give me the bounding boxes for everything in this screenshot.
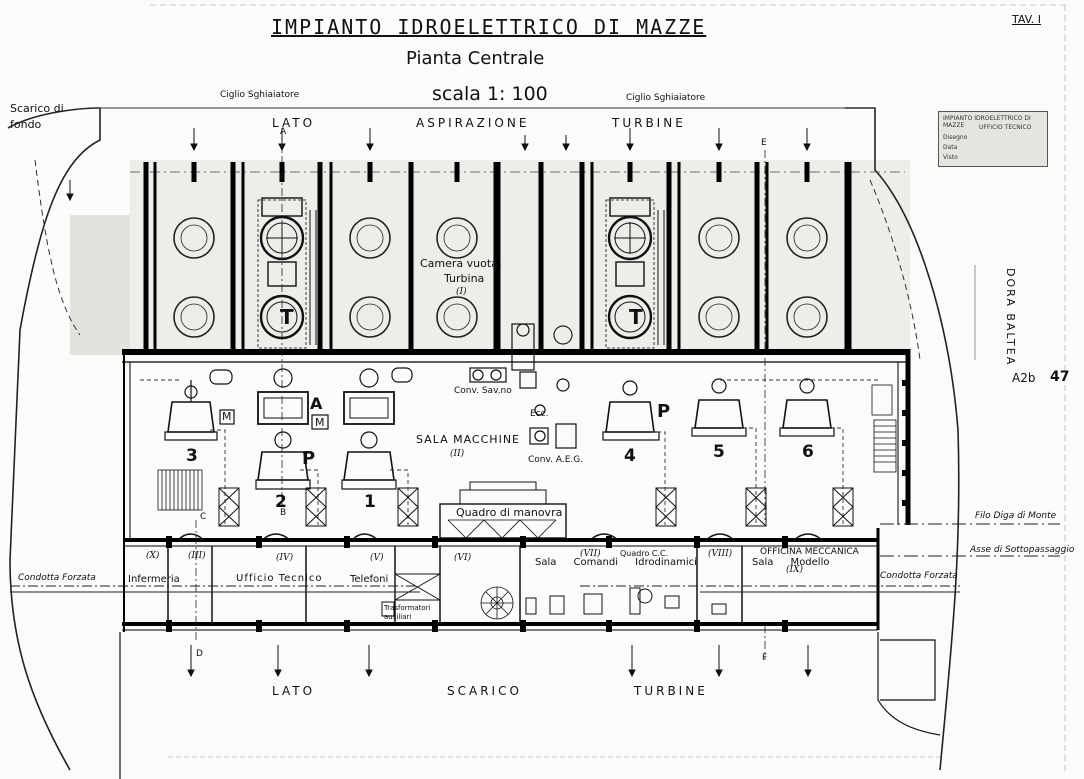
site-boundary-left (7, 107, 101, 771)
stamp-line: IMPIANTO IDROELETTRICO DI MAZZE (943, 115, 1031, 129)
marker-p-right: P (657, 401, 671, 422)
marker-c: C (200, 512, 207, 522)
stamp-line: UFFICIO TECNICO (979, 124, 1032, 131)
room-infermeria: Infermeria (128, 574, 180, 585)
stamp-line: Data (943, 144, 958, 151)
room-telefoni: Telefoni (350, 574, 389, 585)
office-block (122, 528, 880, 631)
upstream-left: LATO (272, 116, 316, 130)
downstream-center: SCARICO (447, 684, 522, 698)
water-zone-left (70, 215, 130, 355)
stamp-line: Disegno (943, 134, 968, 141)
ciglio-left: Ciglio Sghiaiatore (220, 90, 300, 100)
unit-number-3: 3 (186, 446, 198, 466)
room-num-x: (X) (146, 551, 160, 561)
trasformatori-label: Trasformatori ausiliari (384, 604, 431, 621)
marker-b: B (280, 508, 287, 518)
condotta-right-label: Condotta Forzata (880, 571, 958, 581)
upstream-zone (130, 160, 910, 355)
room-num-viii: (VIII) (708, 549, 733, 559)
turbine-assembly-4 (605, 197, 665, 349)
room-ufficio-tecnico: Ufficio Tecnico (236, 573, 323, 584)
sheet-number: 47 (1050, 369, 1070, 385)
title-stamp: IMPIANTO IDROELETTRICO DI MAZZE UFFICIO … (938, 111, 1048, 167)
unit-number-4: 4 (624, 446, 636, 466)
filo-diga-label: Filo Diga di Monte (975, 511, 1057, 521)
ciglio-right: Ciglio Sghiaiatore (626, 93, 706, 103)
upstream-right: TURBINE (612, 116, 686, 130)
downstream-right: TURBINE (634, 684, 708, 698)
unit-number-6: 6 (802, 442, 814, 462)
officina-label: OFFICINA MECCANICA (760, 547, 859, 557)
condotta-left-label: Condotta Forzata (18, 573, 96, 583)
room-num-vii: (VII) (580, 549, 601, 559)
pier-walls (143, 162, 852, 352)
marker-a-mid: A (310, 394, 323, 413)
river-label: DORA BALTEA (1004, 268, 1017, 367)
sheet-label: TAV. I (1012, 13, 1042, 26)
marker-t-right: T (629, 305, 643, 329)
marker-p-left: P (302, 448, 316, 469)
marker-t-left: T (280, 305, 294, 329)
conv-aeg-label: Conv. A.E.G. (528, 455, 584, 465)
unit-number-5: 5 (713, 442, 725, 462)
room-num-v: (V) (370, 553, 384, 563)
roman-ii: (II) (450, 449, 465, 459)
marker-a-top: A (280, 127, 287, 137)
camera-vuota-label: Camera vuota (420, 257, 498, 270)
room-num-iii: (III) (188, 551, 206, 561)
asse-sottopassaggio-label: Asse di Sottopassaggio (970, 545, 1075, 555)
room-num-vi: (VI) (454, 553, 472, 563)
room-num-ix: (IX) (786, 565, 803, 575)
drawing-scale: scala 1: 100 (432, 83, 548, 105)
room-sala-comandi: Sala Comandi Idrodinamici (535, 557, 697, 568)
upstream-center: ASPIRAZIONE (416, 116, 530, 130)
scarico-fondo: Scarico di fondo (10, 102, 64, 131)
unit-number-2: 2 (275, 492, 287, 512)
roman-i: (I) (456, 287, 467, 297)
conv-savigliano-label: Conv. Sav.no (454, 386, 512, 396)
marker-e: E (761, 138, 767, 148)
sala-macchine-label: SALA MACCHINE (416, 433, 520, 446)
quadro-cc-label: Quadro C.C. (620, 549, 669, 558)
turbina-label: Turbina (444, 272, 485, 285)
stamp-line: Visto (943, 154, 958, 161)
unit-number-1: 1 (364, 492, 376, 512)
marker-f: F (762, 653, 768, 663)
hall-upstream-wall (122, 349, 908, 363)
downstream-left: LATO (272, 684, 316, 698)
marker-d: D (196, 649, 203, 659)
drawing-title: IMPIANTO IDROELETTRICO DI MAZZE (271, 15, 707, 39)
ecc-label: Ecc. (530, 409, 549, 419)
marker-m-right: M (315, 416, 325, 429)
room-num-iv: (IV) (276, 553, 294, 563)
intake-openings (173, 217, 828, 345)
quadro-manovra-label: Quadro di manovra (456, 506, 563, 519)
marker-m-left: M (222, 410, 232, 423)
drawing-subtitle: Pianta Centrale (406, 48, 545, 69)
converter-machinery (209, 323, 577, 449)
room-sala-modello: Sala Modello (752, 557, 830, 568)
sheet-code: A2b (1012, 371, 1036, 385)
generator-units (164, 368, 835, 490)
site-boundary-right (845, 107, 960, 771)
